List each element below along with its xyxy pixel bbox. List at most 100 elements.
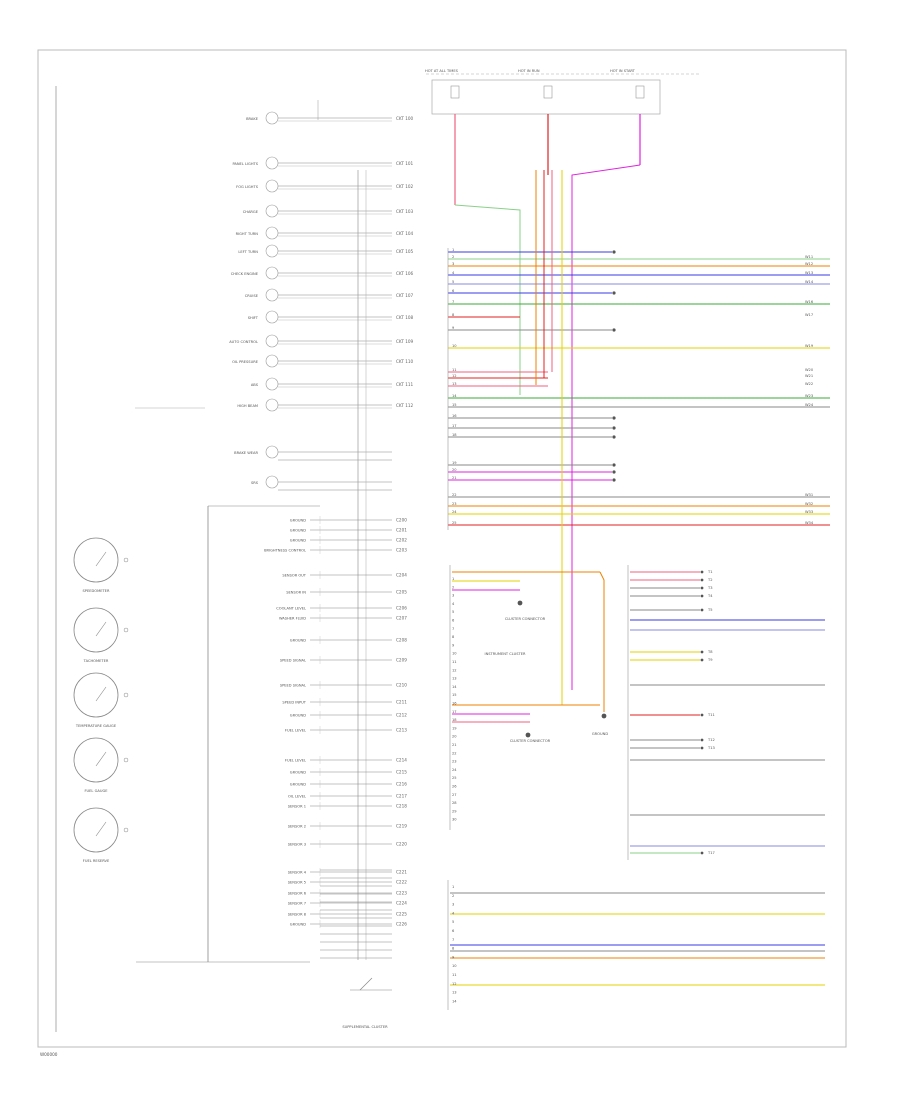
indicator-lamp-icon	[265, 244, 279, 258]
wire-code: W20	[805, 368, 814, 372]
indicator-label: HIGH BEAM	[237, 404, 258, 408]
pin-number: 8	[452, 313, 455, 317]
gauge-terminal	[123, 627, 129, 633]
gauge-needle-icon	[95, 751, 107, 767]
gauge-dial-icon	[73, 607, 119, 653]
circuit-label: BRIGHTNESS CONTROL	[264, 549, 306, 553]
gauge-needle-icon	[95, 621, 107, 637]
terminal-code: T11	[707, 713, 715, 717]
pin-number: 5	[452, 610, 454, 614]
ground-dot	[525, 732, 531, 738]
module-label: CLUSTER CONNECTOR	[505, 617, 546, 621]
pin-number: 27	[452, 793, 457, 797]
terminal-code: T1	[707, 570, 712, 574]
circuit-code: C202	[396, 538, 407, 543]
circuit-code: C216	[396, 782, 407, 787]
pin-number: 15	[452, 693, 457, 697]
wire-code: W23	[805, 394, 813, 398]
pin-number: 8	[452, 635, 455, 639]
pin-number: 4	[452, 271, 455, 275]
circuit-code: C219	[396, 824, 407, 829]
wire-end-dot	[700, 608, 704, 612]
wire-code: W31	[805, 493, 813, 497]
wire-end-dot	[700, 658, 704, 662]
circuit-label: SENSOR 4	[288, 871, 307, 875]
wire-end-dot	[700, 738, 704, 742]
circuit-label: SENSOR 6	[288, 892, 307, 896]
circuit-code: C207	[396, 616, 407, 621]
circuit-code: C212	[396, 713, 407, 718]
gauge-dial-icon	[73, 737, 119, 783]
gauge-needle-icon	[95, 551, 107, 567]
circuit-code: CKT 106	[396, 271, 414, 276]
pin-number: 1	[452, 885, 454, 889]
pin-number: 17	[452, 710, 457, 714]
circuit-code: C201	[396, 528, 407, 533]
wire-end-dot	[700, 586, 704, 590]
fuse-icon	[450, 85, 460, 99]
pin-number: 28	[452, 801, 457, 805]
circuit-label: GROUND	[290, 539, 306, 543]
wire-code: W12	[805, 262, 813, 266]
indicator-label: FOG LIGHTS	[236, 185, 259, 189]
wire-code: W34	[805, 521, 814, 525]
fuse-label: HOT IN START	[610, 69, 636, 73]
circuit-code: CKT 105	[396, 249, 414, 254]
circuit-code: CKT 104	[396, 231, 414, 236]
circuit-code: CKT 110	[396, 359, 414, 364]
terminal-code: T2	[707, 578, 712, 582]
gauge-terminal	[123, 757, 129, 763]
indicator-lamp-icon	[265, 266, 279, 280]
circuit-code: CKT 102	[396, 184, 414, 189]
circuit-label: FUEL LEVEL	[285, 759, 306, 763]
fuse-icon	[635, 85, 645, 99]
circuit-label: GROUND	[290, 714, 306, 718]
indicator-label: CHECK ENGINE	[231, 272, 259, 276]
pin-number: 10	[452, 652, 457, 656]
fuse-icon	[543, 85, 553, 99]
wire-code: W22	[805, 382, 813, 386]
diagram-frame	[37, 49, 847, 1048]
pin-number: 15	[452, 403, 457, 407]
terminal-code: T12	[707, 738, 715, 742]
pin-number: 24	[452, 768, 457, 772]
pin-number: 8	[452, 947, 455, 951]
gauge-label: FUEL RESERVE	[83, 859, 110, 863]
circuit-code: C200	[396, 518, 407, 523]
circuit-code: C223	[396, 891, 407, 896]
wire-end-dot	[700, 713, 704, 717]
circuit-code: C214	[396, 758, 407, 763]
pin-number: 14	[452, 394, 457, 398]
circuit-code: C221	[396, 870, 407, 875]
pin-number: 18	[452, 718, 457, 722]
wire-end-dot	[700, 650, 704, 654]
indicator-label: AUTO CONTROL	[229, 340, 258, 344]
wire-end-dot	[612, 426, 616, 430]
terminal-code: T5	[707, 608, 712, 612]
indicator-label: RIGHT TURN	[236, 232, 259, 236]
gauge-dial-icon	[73, 672, 119, 718]
pin-number: 17	[452, 424, 457, 428]
fuse-wire-3b	[571, 164, 641, 690]
circuit-code: C222	[396, 880, 407, 885]
circuit-code: C205	[396, 590, 407, 595]
fuse-box	[431, 79, 661, 115]
pin-number: 22	[452, 751, 457, 755]
pin-number: 4	[452, 602, 455, 606]
circuit-code: C203	[396, 548, 407, 553]
indicator-label: PANEL LIGHTS	[232, 162, 258, 166]
pin-number: 21	[452, 743, 457, 747]
pin-number: 10	[452, 344, 457, 348]
wire-code: W21	[805, 374, 813, 378]
pin-number: 13	[452, 382, 457, 386]
wire-code: W11	[805, 255, 813, 259]
circuit-label: FUEL LEVEL	[285, 729, 306, 733]
circuit-code: CKT 101	[396, 161, 414, 166]
indicator-lamp-icon	[265, 204, 279, 218]
fuse-wire-1b	[454, 204, 521, 395]
terminal-code: T9	[707, 658, 713, 662]
wire-end-dot	[612, 435, 616, 439]
gauge-dial-icon	[73, 807, 119, 853]
pin-number: 2	[452, 894, 454, 898]
